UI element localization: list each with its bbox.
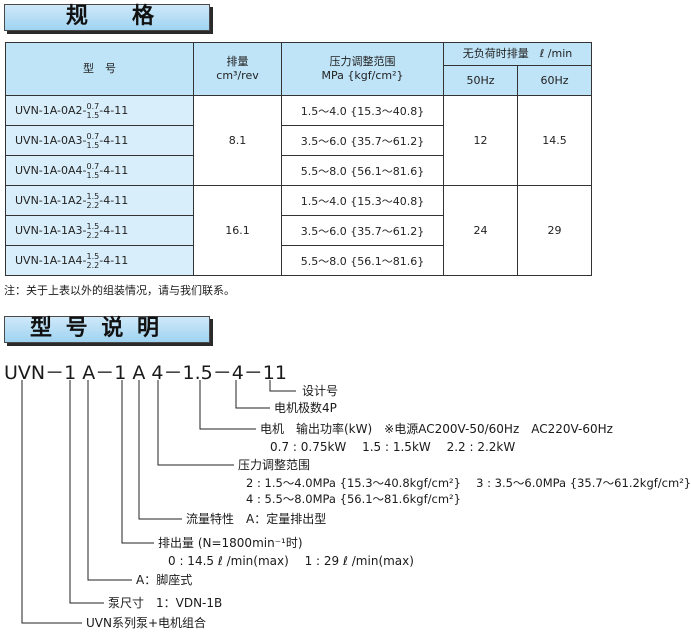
- header-pressure: 压力调整范围 MPa {kgf/cm²}: [281, 42, 444, 96]
- pressure-cell: 1.5～4.0 {15.3～40.8}: [281, 95, 444, 126]
- label-poles: 电机极数4P: [274, 401, 337, 415]
- label-series: UVN系列泵+电机组合: [86, 616, 207, 630]
- pressure-cell: 1.5～4.0 {15.3～40.8}: [281, 185, 444, 216]
- spec-table: 型 号 排量 cm³/rev 压力调整范围 MPa {kgf/cm²} 无负荷时…: [5, 42, 592, 276]
- pressure-cell: 3.5～6.0 {35.7～61.2}: [281, 125, 444, 156]
- model-sup: 1.5: [86, 221, 100, 231]
- spec-section-header: 规 格: [4, 4, 212, 33]
- header-displacement-unit: cm³/rev: [216, 69, 259, 82]
- model-suffix: -4-11: [99, 223, 129, 237]
- label-motor-options: 0.7 : 0.75kW 1.5 : 1.5kW 2.2 : 2.2kW: [270, 440, 516, 454]
- model-suffix: -4-11: [99, 193, 129, 207]
- header-bar: [4, 4, 210, 31]
- callout-pump-size: [69, 380, 104, 604]
- header-displacement: 排量 cm³/rev: [193, 42, 282, 96]
- label-displacement-options: 0 : 14.5 ℓ /min(max) 1 : 29 ℓ /min(max): [168, 554, 414, 568]
- flow-50hz-cell: 12: [443, 95, 518, 186]
- pressure-cell: 3.5～6.0 {35.7～61.2}: [281, 215, 444, 246]
- pressure-cell: 5.5～8.0 {56.1～81.6}: [281, 155, 444, 186]
- label-motor: 电机 输出功率(kW) ※电源AC200V-50/60Hz AC220V-60H…: [260, 422, 613, 436]
- callout-pressure: [157, 380, 234, 466]
- callout-displacement: [121, 380, 154, 544]
- model-prefix: UVN-1A-0A3-: [15, 133, 87, 147]
- header-no-load-flow: 无负荷时排量 ℓ /min: [443, 42, 592, 66]
- table-note: 注：关于上表以外的组装情况，请与我们联系。: [4, 284, 235, 297]
- displacement-cell: 16.1: [193, 185, 282, 276]
- model-suffix: -4-11: [99, 163, 129, 177]
- flow-60hz-cell: 29: [517, 185, 592, 276]
- label-flow-type: 流量特性 A：定量排出型: [186, 512, 327, 526]
- model-sup: 0.7: [86, 161, 100, 171]
- model-sub: 2.2: [86, 200, 100, 210]
- header-displacement-label: 排量: [226, 55, 249, 68]
- model-sub: 1.5: [86, 170, 100, 180]
- label-mount: A：脚座式: [136, 573, 193, 587]
- model-prefix: UVN-1A-0A4-: [15, 163, 87, 177]
- model-sub: 1.5: [86, 110, 100, 120]
- model-code: UVN－1 A－1 A 4－1.5－4－11: [4, 362, 287, 384]
- model-section-header: 型 号 说 明: [4, 316, 212, 345]
- spec-section-title: 规 格: [66, 4, 155, 29]
- model-prefix: UVN-1A-1A2-: [15, 193, 87, 207]
- model-sub: 2.2: [86, 260, 100, 270]
- model-sup: 0.7: [86, 131, 100, 141]
- callout-series: [21, 380, 82, 624]
- pressure-cell: 5.5～8.0 {56.1～81.6}: [281, 245, 444, 276]
- header-60hz: 60Hz: [517, 65, 592, 96]
- label-design: 设计号: [302, 384, 339, 398]
- callout-design: [269, 380, 296, 392]
- model-sub: 1.5: [86, 140, 100, 150]
- header-pressure-label: 压力调整范围: [329, 55, 396, 68]
- label-displacement: 排出量 (N=1800min⁻¹时): [158, 536, 303, 550]
- header-bar: [4, 316, 210, 343]
- flow-60hz-cell: 14.5: [517, 95, 592, 186]
- model-suffix: -4-11: [99, 253, 129, 267]
- model-suffix: -4-11: [99, 103, 129, 117]
- label-pressure: 压力调整范围: [238, 458, 311, 472]
- flow-50hz-cell: 24: [443, 185, 518, 276]
- model-sup: 1.5: [86, 191, 100, 201]
- callout-flow-type: [138, 380, 182, 520]
- model-section-title: 型 号 说 明: [30, 316, 162, 341]
- model-sub: 2.2: [86, 230, 100, 240]
- model-prefix: UVN-1A-1A3-: [15, 223, 87, 237]
- callout-poles: [235, 380, 270, 409]
- model-suffix: -4-11: [99, 133, 129, 147]
- label-pump-size: 泵尺寸 1：VDN-1B: [108, 596, 223, 610]
- callout-motor: [199, 380, 256, 430]
- model-sup: 0.7: [86, 101, 100, 111]
- displacement-cell: 8.1: [193, 95, 282, 186]
- label-pressure-options-2: 4 : 5.5～8.0MPa {56.1～81.6kgf/cm²}: [246, 492, 461, 506]
- model-sup: 1.5: [86, 251, 100, 261]
- header-pressure-unit: MPa {kgf/cm²}: [321, 69, 404, 82]
- model-prefix: UVN-1A-1A4-: [15, 253, 87, 267]
- callout-mount: [87, 380, 132, 581]
- model-prefix: UVN-1A-0A2-: [15, 103, 87, 117]
- label-pressure-options-1: 2 : 1.5～4.0MPa {15.3～40.8kgf/cm²} 3 : 3.…: [246, 476, 691, 490]
